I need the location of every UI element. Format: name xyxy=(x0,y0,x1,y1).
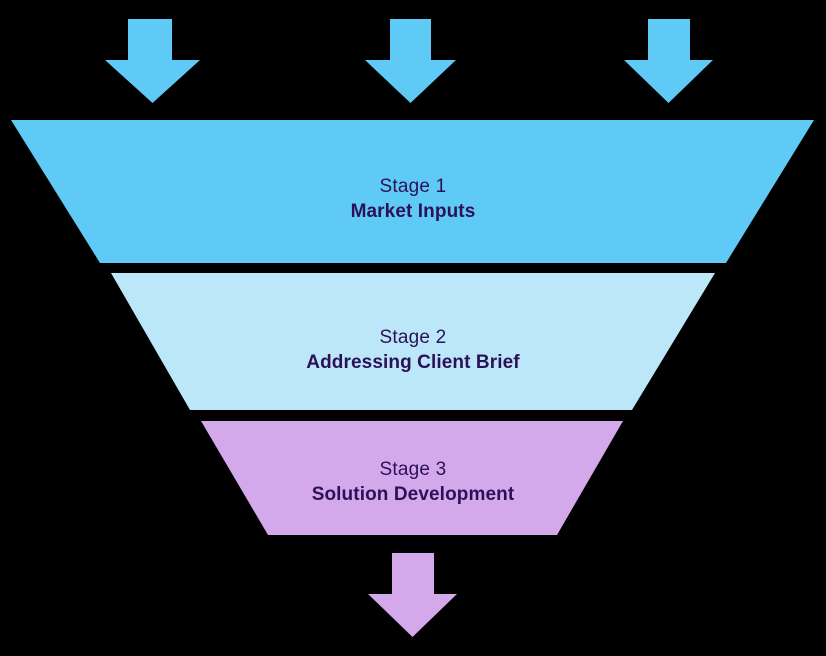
output-arrow-icon xyxy=(368,553,457,637)
input-arrow-left-icon xyxy=(105,19,200,103)
input-arrow-right-icon xyxy=(624,19,713,103)
funnel-stage-1-shape xyxy=(11,120,814,263)
funnel-stage-2-shape xyxy=(111,273,715,410)
funnel-stage-3-shape xyxy=(201,421,623,535)
input-arrow-center-icon xyxy=(365,19,456,103)
